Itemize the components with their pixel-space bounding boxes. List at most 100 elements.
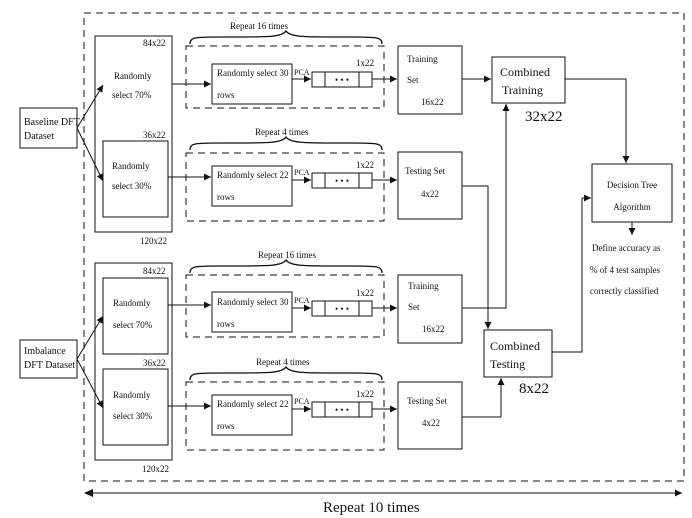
accuracy-note-line3: correctly classified — [590, 286, 659, 296]
imbalance-inner-size: 36x22 — [143, 358, 166, 368]
accuracy-note-line1: Define accuracy as — [592, 243, 661, 253]
imbalance-training-set-size: 16x22 — [422, 324, 445, 334]
repeat-10-span-left-head — [84, 489, 93, 497]
imbalance-testing-set-line1: Testing Set — [407, 396, 448, 406]
baseline-train-select-line1: Randomly select 30 — [217, 68, 289, 78]
baseline-train-repeat-label: Repeat 16 times — [230, 21, 288, 31]
imbalance-split-block: 84x22 Randomly select 70% 36x22 Randomly… — [94, 262, 173, 474]
baseline-test-vector-dots: • • • — [335, 176, 349, 186]
imbalance-select70-line1: Randomly — [113, 298, 151, 308]
baseline-training-set-line1: Training — [407, 54, 438, 64]
baseline-dataset-line1: Baseline DFT — [24, 117, 80, 128]
combined-training-line2: Training — [502, 83, 543, 97]
imbalance-outer-size: 84x22 — [143, 266, 166, 276]
combined-testing-size: 8x22 — [519, 381, 549, 397]
baseline-test-select-box — [211, 165, 293, 207]
baseline-training-set-size: 16x22 — [421, 97, 444, 107]
imbalance-total-size: 120x22 — [142, 464, 169, 474]
baseline-train-pca: PCA — [294, 68, 310, 77]
baseline-outer-size: 84x22 — [143, 38, 166, 48]
imbalance-testing-to-combined-arrow — [462, 378, 505, 418]
baseline-split-block: 84x22 Randomly select 70% 36x22 Randomly… — [94, 35, 173, 246]
baseline-testing-set-line1: Testing Set — [405, 166, 446, 176]
combined-testing-box: Combined Testing — [483, 329, 553, 378]
imbalance-train-select-line2: rows — [217, 319, 235, 329]
imbalance-select70-box — [102, 277, 169, 355]
imbalance-select30-line2: select 30% — [113, 411, 153, 421]
decision-tree-line2: Algorithm — [613, 202, 651, 212]
imbalance-to-select70-arrow — [76, 315, 104, 360]
imbalance-train-pca: PCA — [294, 296, 310, 305]
imbalance-select70-line2: select 70% — [113, 320, 153, 330]
imbalance-dataset-box: Imbalance DFT Dataset — [19, 339, 78, 379]
baseline-dataset-line2: Dataset — [24, 131, 54, 142]
baseline-select70-line1: Randomly — [114, 71, 152, 81]
imbalance-training-set-box: Training Set 16x22 — [397, 274, 463, 344]
imbalance-train-repeat-frame — [185, 274, 385, 338]
baseline-testing-to-combined-arrow — [462, 185, 492, 329]
baseline-test-vector: • • • — [311, 172, 373, 189]
imbalance-test-vector-dots: • • • — [335, 405, 349, 415]
baseline-test-dim: 1x22 — [356, 160, 374, 170]
baseline-train-vector-dots: • • • — [335, 75, 349, 85]
baseline-inner-size: 36x22 — [143, 130, 166, 140]
decision-tree-box: Decision Tree Algorithm — [591, 163, 673, 223]
repeat-10-loop-frame — [83, 12, 685, 482]
imbalance-test-select-box — [211, 394, 293, 436]
baseline-to-select30-arrow — [76, 127, 104, 182]
combined-training-line1: Combined — [500, 65, 550, 79]
imbalance-train-select-box — [211, 291, 293, 333]
baseline-train-select-box — [211, 63, 293, 105]
baseline-train-repeat-frame — [185, 45, 385, 109]
imbalance-test-select-line1: Randomly select 22 — [217, 399, 289, 409]
imbalance-test-select-line2: rows — [217, 421, 235, 431]
baseline-train-vector: • • • — [311, 71, 373, 88]
baseline-select70-line2: select 70% — [112, 90, 152, 100]
imbalance-test-repeat-label: Repeat 4 times — [256, 357, 310, 367]
baseline-test-pca: PCA — [294, 168, 310, 177]
baseline-test-brace — [189, 135, 383, 151]
imbalance-test-brace — [189, 365, 383, 381]
imbalance-dataset-line1: Imbalance — [24, 346, 66, 357]
baseline-training-set-box: Training Set 16x22 — [397, 45, 463, 115]
combined-testing-line2: Testing — [490, 357, 525, 371]
combined-training-size: 32x22 — [525, 109, 563, 125]
combined-training-to-tree-arrow — [565, 78, 630, 163]
imbalance-to-select30-arrow — [76, 358, 104, 409]
baseline-dataset-box: Baseline DFT Dataset — [19, 107, 80, 149]
combined-testing-line1: Combined — [490, 339, 540, 353]
accuracy-note-line2: % of 4 test samples — [590, 265, 660, 275]
baseline-select30-line2: select 30% — [112, 181, 152, 191]
imbalance-train-dim: 1x22 — [356, 288, 374, 298]
imbalance-train-select-line1: Randomly select 30 — [217, 297, 289, 307]
imbalance-training-set-line1: Training — [408, 281, 439, 291]
imbalance-test-repeat-frame — [185, 381, 385, 451]
baseline-select30-box — [102, 140, 169, 218]
baseline-to-select70-arrow — [76, 84, 104, 129]
imbalance-training-set-line2: Set — [408, 302, 420, 312]
imbalance-train-brace — [189, 258, 383, 274]
baseline-test-repeat-frame — [185, 152, 385, 222]
baseline-testing-set-size: 4x22 — [421, 189, 439, 199]
baseline-total-size: 120x22 — [140, 236, 167, 246]
baseline-training-set-line2: Set — [407, 75, 419, 85]
imbalance-training-to-combined-arrow — [462, 104, 510, 309]
imbalance-select30-box — [102, 368, 169, 446]
imbalance-testing-set-size: 4x22 — [422, 418, 440, 428]
baseline-select30-line1: Randomly — [112, 161, 150, 171]
baseline-train-dim: 1x22 — [356, 58, 374, 68]
decision-tree-line1: Decision Tree — [607, 180, 657, 190]
baseline-test-repeat-label: Repeat 4 times — [255, 127, 309, 137]
baseline-train-select-line2: rows — [217, 90, 235, 100]
baseline-testing-set-box: Testing Set 4x22 — [397, 151, 463, 220]
baseline-test-select-line2: rows — [217, 192, 235, 202]
imbalance-test-dim: 1x22 — [356, 389, 374, 399]
imbalance-train-repeat-label: Repeat 16 times — [258, 250, 316, 260]
combined-testing-to-tree-arrow — [552, 194, 591, 353]
imbalance-testing-set-box: Testing Set 4x22 — [397, 381, 463, 450]
combined-training-box: Combined Training — [491, 56, 566, 104]
repeat-10-label: Repeat 10 times — [323, 500, 420, 516]
baseline-train-brace — [189, 29, 383, 45]
imbalance-train-vector: • • • — [311, 300, 373, 317]
